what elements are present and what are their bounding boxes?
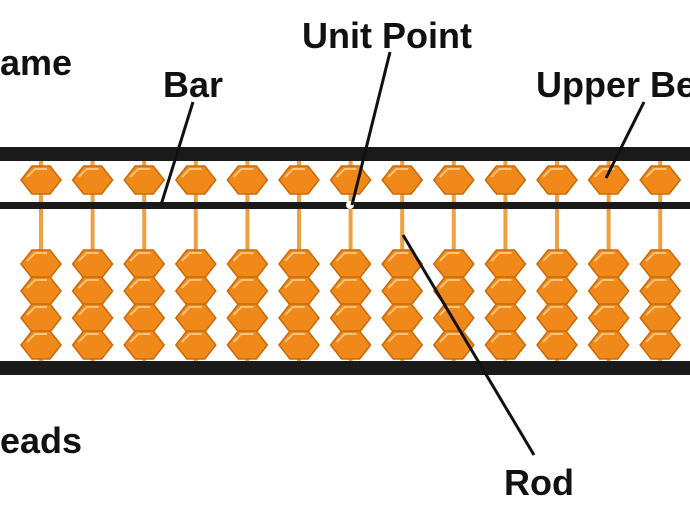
lower-bead: [484, 276, 527, 306]
lower-beads-label: eads: [0, 420, 82, 461]
upper-bead: [639, 165, 682, 195]
lower-bead: [123, 249, 166, 279]
upper-bead: [226, 165, 269, 195]
lower-bead: [226, 276, 269, 306]
lower-bead: [536, 249, 578, 279]
lower-bead: [123, 276, 166, 306]
lower-bead: [123, 330, 166, 360]
upper-bead: [484, 165, 527, 195]
beads-layer: [20, 165, 682, 360]
upper-bead: [20, 165, 62, 195]
upper-beads-pointer-line: [604, 101, 646, 179]
lower-bead: [278, 276, 320, 306]
upper-bead: [432, 165, 475, 195]
lower-bead: [639, 303, 682, 333]
lower-bead: [381, 303, 424, 333]
lower-bead: [587, 249, 630, 279]
lower-bead: [71, 330, 114, 360]
upper-bead: [381, 165, 424, 195]
lower-bead: [329, 249, 372, 279]
lower-bead: [587, 276, 630, 306]
lower-bead: [20, 276, 62, 306]
unit-point-label: Unit Point: [302, 15, 472, 56]
lower-bead: [20, 330, 62, 360]
lower-bead: [587, 330, 630, 360]
lower-bead: [381, 249, 424, 279]
upper-bead: [536, 165, 578, 195]
lower-bead: [71, 249, 114, 279]
lower-bead: [536, 303, 578, 333]
lower-bead: [484, 303, 527, 333]
lower-bead: [174, 249, 217, 279]
lower-bead: [278, 330, 320, 360]
lower-bead: [587, 303, 630, 333]
lower-bead: [329, 330, 372, 360]
upper-bead: [123, 165, 166, 195]
upper-bead: [278, 165, 320, 195]
lower-bead: [20, 303, 62, 333]
lower-bead: [432, 249, 475, 279]
lower-bead: [226, 303, 269, 333]
upper-bead: [71, 165, 114, 195]
bar-pointer-line: [159, 101, 195, 206]
bar-label: Bar: [163, 64, 223, 105]
lower-bead: [536, 330, 578, 360]
lower-bead: [278, 303, 320, 333]
unit-point-pointer-line: [350, 51, 392, 206]
lower-bead: [639, 249, 682, 279]
lower-bead: [432, 276, 475, 306]
lower-bead: [71, 303, 114, 333]
lower-bead: [329, 303, 372, 333]
lower-bead: [381, 330, 424, 360]
rod-label: Rod: [504, 462, 574, 503]
lower-bead: [484, 249, 527, 279]
lower-bead: [174, 276, 217, 306]
upper-beads-label: Upper Be: [536, 64, 690, 105]
lower-bead: [71, 276, 114, 306]
lower-bead: [278, 249, 320, 279]
lower-bead: [484, 330, 527, 360]
lower-bead: [536, 276, 578, 306]
rod-pointer-line: [401, 234, 536, 456]
lower-bead: [639, 330, 682, 360]
lower-bead: [123, 303, 166, 333]
upper-bead: [329, 165, 372, 195]
lower-bead: [639, 276, 682, 306]
upper-bead: [174, 165, 217, 195]
frame-bottom: [0, 361, 690, 375]
lower-bead: [226, 249, 269, 279]
lower-bead: [174, 303, 217, 333]
lower-bead: [329, 276, 372, 306]
lower-bead: [381, 276, 424, 306]
frame-label: ame: [0, 42, 72, 83]
lower-bead: [20, 249, 62, 279]
lower-bead: [226, 330, 269, 360]
frame-top: [0, 147, 690, 161]
lower-bead: [174, 330, 217, 360]
beam-bar: [0, 202, 690, 209]
